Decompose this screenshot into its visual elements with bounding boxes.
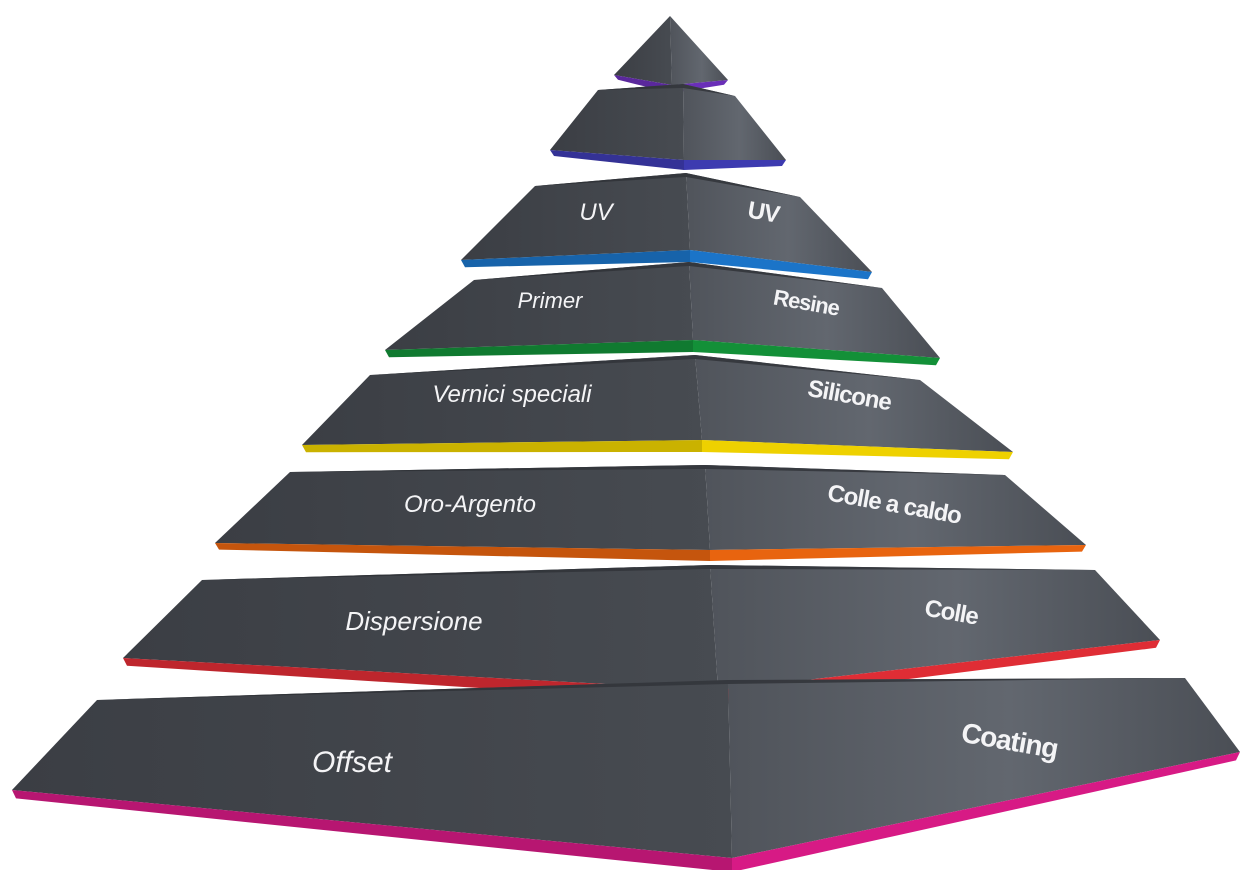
layer-2-band-right — [684, 160, 786, 170]
layer-4-left-label: Primer — [518, 288, 584, 313]
layer-1-left-face — [614, 16, 672, 85]
layer-2-right-face — [683, 84, 786, 160]
layer-3-band-left — [461, 250, 690, 268]
layer-6-left-face — [215, 465, 710, 550]
layer-2-top-face — [598, 84, 735, 96]
layer-6-right-face — [705, 465, 1086, 550]
layer-3-top-face — [535, 173, 800, 197]
layer-7-left-face — [123, 565, 718, 690]
layer-6-band-right — [710, 545, 1086, 561]
layer-8-left-label: Offset — [312, 746, 394, 779]
layer-6-top-face — [290, 465, 1005, 475]
layer-8-left-face — [12, 680, 732, 858]
layer-5-left-label: Vernici speciali — [432, 381, 592, 408]
layer-4-band-right — [693, 340, 940, 366]
layer-3-left-label: UV — [579, 199, 614, 226]
layer-5-left-face — [302, 355, 702, 445]
layer-5-band-left — [302, 440, 702, 453]
layer-7-left-label: Dispersione — [345, 606, 482, 636]
layer-8-right-face — [728, 678, 1240, 858]
layer-4-band-left — [385, 340, 693, 358]
layer-4-left-face — [385, 262, 693, 350]
layer-1-right-face — [670, 16, 728, 85]
layer-7-top-face — [202, 565, 1095, 580]
layer-2-band-left — [550, 150, 684, 170]
layer-6-left-label: Oro-Argento — [404, 491, 536, 518]
layer-2-left-face — [550, 84, 684, 160]
layer-4-right-face — [689, 262, 940, 358]
layer-5-top-face — [370, 355, 920, 380]
layer-6-band-left — [215, 543, 710, 561]
layer-5-band-right — [702, 440, 1013, 460]
layer-7-right-face — [710, 565, 1160, 690]
layer-8-band-right — [732, 752, 1240, 870]
layer-3-left-face — [461, 173, 690, 260]
layer-3-right-face — [686, 173, 872, 272]
layer-3-right-label: UV — [746, 197, 783, 229]
layer-5-right-face — [695, 355, 1013, 452]
layer-3-band-right — [690, 250, 872, 280]
layer-8-band-left — [12, 790, 732, 870]
